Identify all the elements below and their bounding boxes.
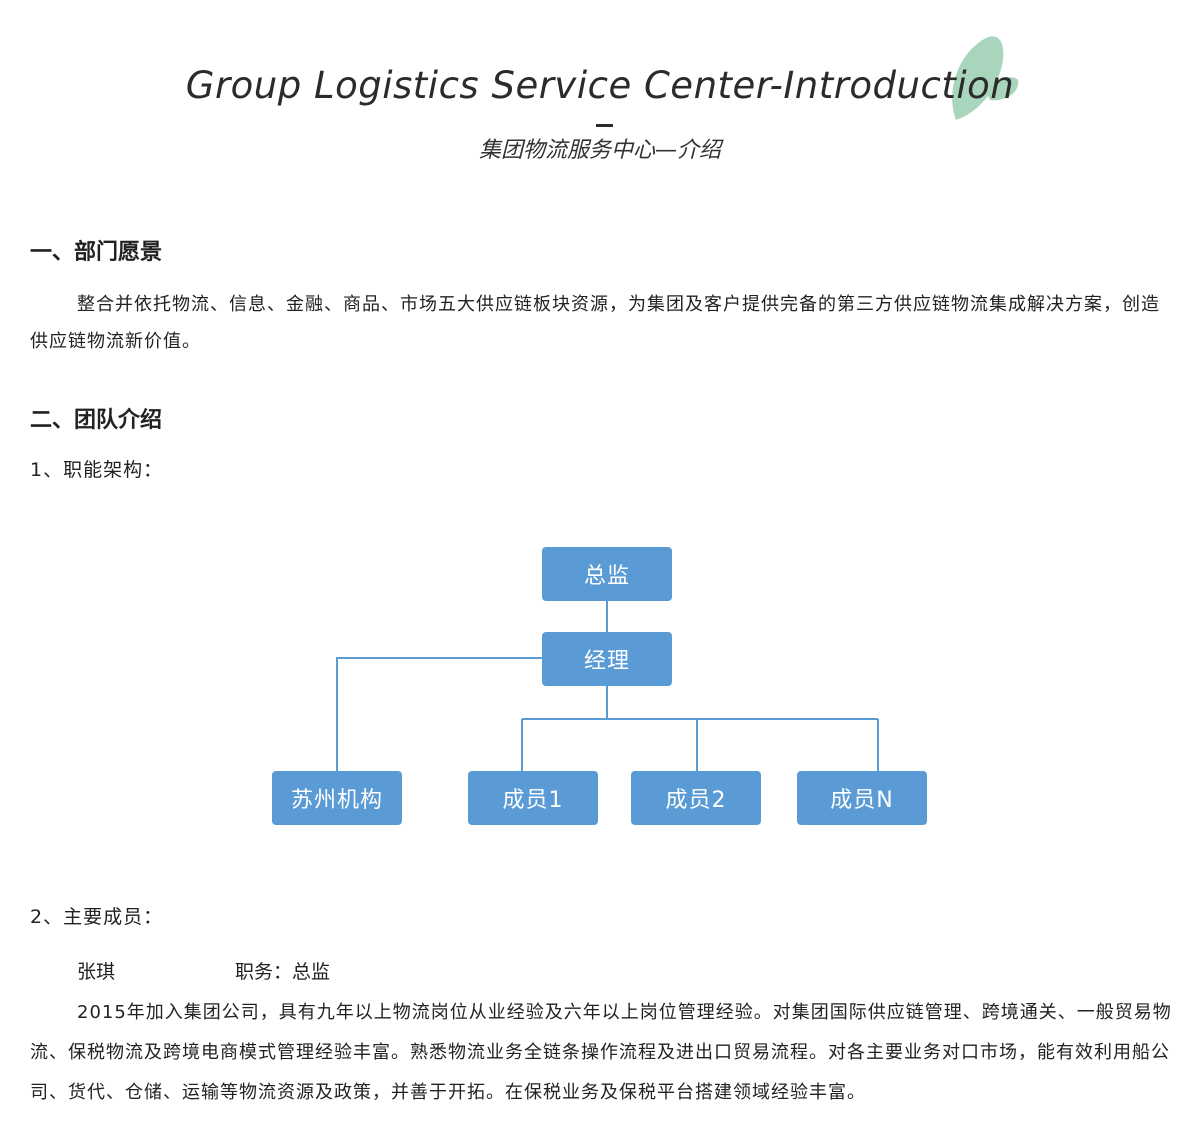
vision-paragraph: 整合并依托物流、信息、金融、商品、市场五大供应链板块资源，为集团及客户提供完备的…	[30, 294, 1160, 352]
org-node-manager: 经理	[542, 632, 672, 686]
subheading-structure: 1、职能架构：	[30, 459, 164, 481]
section-heading-team: 二、团队介绍	[30, 408, 163, 433]
org-node-member-n: 成员N	[797, 771, 927, 825]
member-bio: 2015年加入集团公司，具有九年以上物流岗位从业经验及六年以上岗位管理经验。对集…	[30, 1002, 1172, 1103]
org-node-member-2: 成员2	[631, 771, 761, 825]
subheading-members: 2、主要成员：	[30, 906, 164, 928]
org-node-director: 总监	[542, 547, 672, 601]
member-name: 张琪	[77, 961, 116, 983]
member-role: 职务：总监	[235, 961, 331, 983]
title-divider	[596, 124, 613, 127]
leaf-decoration	[952, 36, 1019, 120]
page-title: Group Logistics Service Center-Introduct…	[185, 64, 1015, 107]
page-subtitle: 集团物流服务中心—介绍	[478, 138, 721, 163]
section-heading-vision: 一、部门愿景	[30, 240, 163, 265]
org-node-suzhou-branch: 苏州机构	[272, 771, 402, 825]
org-node-member-1: 成员1	[468, 771, 598, 825]
